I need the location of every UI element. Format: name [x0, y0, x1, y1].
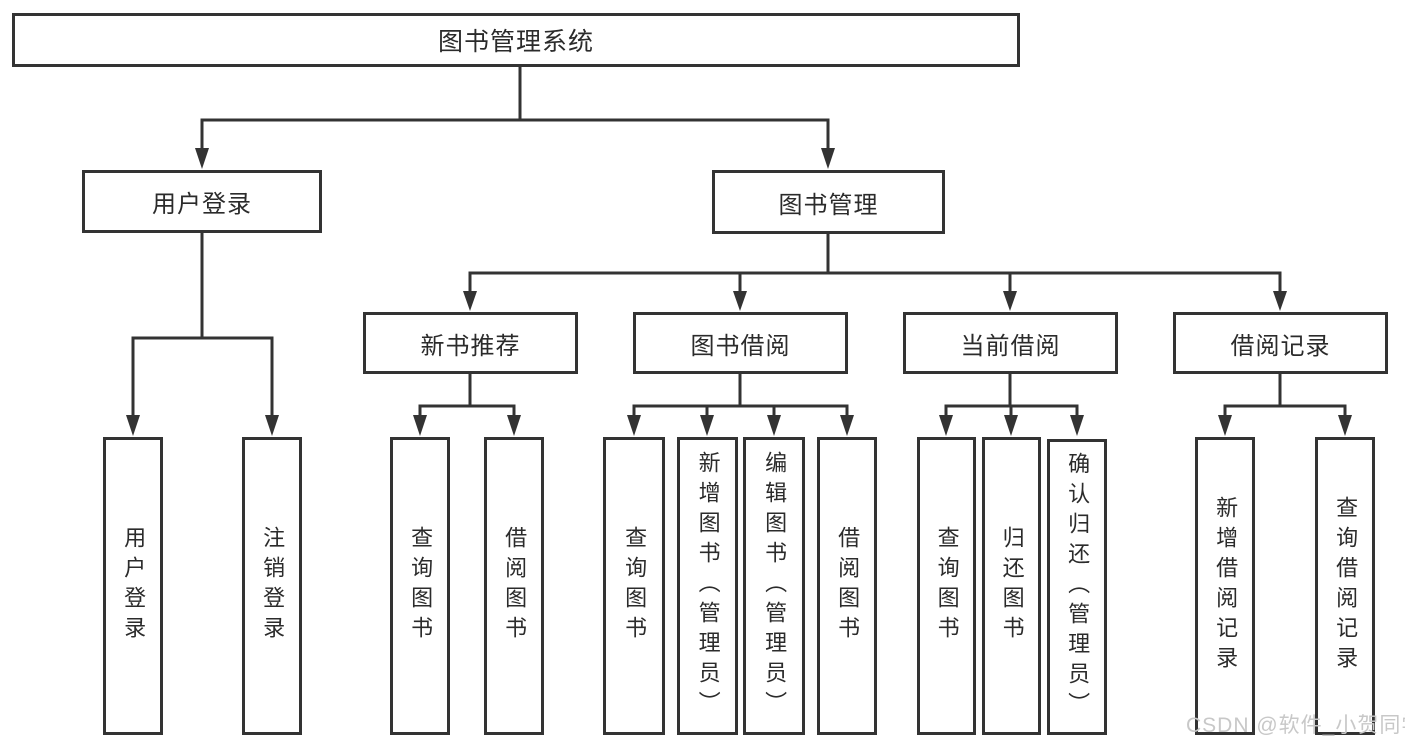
- leaf-query-books-current: 查询图书: [917, 437, 976, 735]
- leaf-query-books-borrow: 查询图书: [603, 437, 665, 735]
- leaf-confirm-return-admin: 确认归还（管理员）: [1047, 439, 1107, 735]
- watermark-text: CSDN @软件_小贺同学: [1186, 714, 1405, 737]
- leaf-user-login: 用户登录: [103, 437, 163, 735]
- leaf-edit-book-admin: 编辑图书（管理员）: [743, 437, 805, 735]
- node-book-management: 图书管理: [712, 170, 945, 234]
- node-user-login: 用户登录: [82, 170, 322, 233]
- node-borrowing-records: 借阅记录: [1173, 312, 1388, 374]
- leaf-return-book: 归还图书: [982, 437, 1041, 735]
- leaf-borrow-books-recommend: 借阅图书: [484, 437, 544, 735]
- leaf-query-books-recommend: 查询图书: [390, 437, 450, 735]
- leaf-add-borrow-record: 新增借阅记录: [1195, 437, 1255, 735]
- leaf-add-book-admin: 新增图书（管理员）: [677, 437, 738, 735]
- node-book-borrowing: 图书借阅: [633, 312, 848, 374]
- node-new-book-recommendation: 新书推荐: [363, 312, 578, 374]
- leaf-borrow-books-borrow: 借阅图书: [817, 437, 877, 735]
- node-library-system: 图书管理系统: [12, 13, 1020, 67]
- node-current-borrowing: 当前借阅: [903, 312, 1118, 374]
- leaf-query-borrow-record: 查询借阅记录: [1315, 437, 1375, 735]
- leaf-logout: 注销登录: [242, 437, 302, 735]
